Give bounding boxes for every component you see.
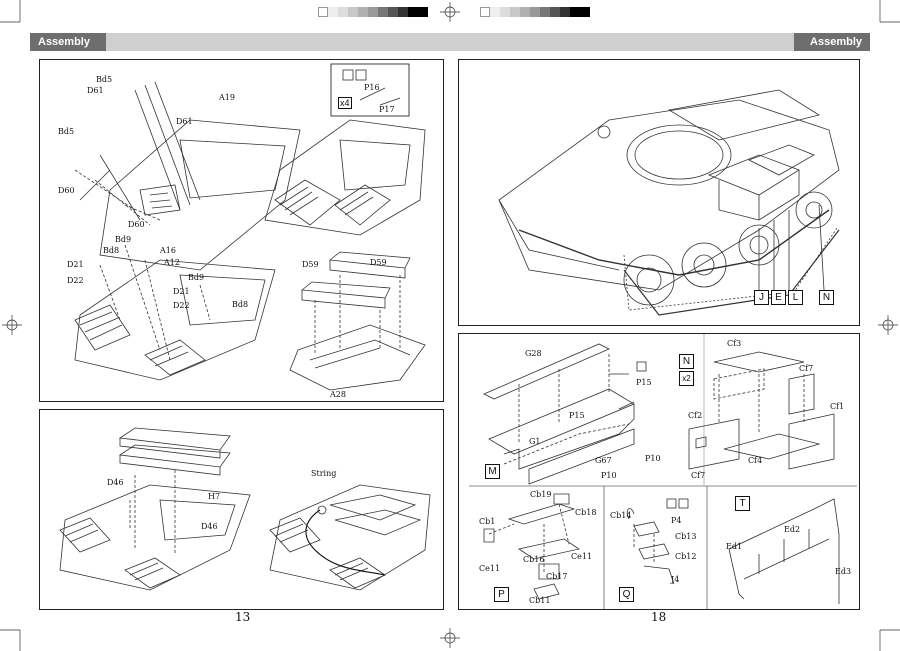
part-label: A12 [164,258,180,267]
sub-tag-t: T [735,496,750,511]
step-41-tag: N [819,290,834,305]
part-label: G1 [529,437,541,446]
part-label: Bd5 [58,127,75,136]
part-label: P10 [645,454,661,463]
part-label: String [311,469,337,478]
part-label: D60 [58,186,75,195]
header-bar [30,33,870,51]
part-label: Cb19 [530,490,552,499]
part-label: D46 [201,522,218,531]
step-29-drawing [74,63,426,391]
step-30-panel: 30 D46 H7 D46 String [39,409,444,610]
part-label: Cf7 [799,364,814,373]
part-label: D22 [67,276,84,285]
step-41-drawing [498,89,840,316]
step-41-tag: E [771,290,786,305]
step-29-panel: 29 [39,59,444,402]
part-label: Bd9 [188,273,205,282]
part-label: Cb12 [675,552,697,561]
part-label: G28 [525,349,542,358]
part-label: D21 [67,260,84,269]
inset-count: x4 [338,97,352,109]
part-label: A28 [330,390,346,399]
part-label: D59 [302,260,319,269]
part-label: A16 [160,246,176,255]
part-label: Bd5 [96,75,113,84]
part-label: D60 [128,220,145,229]
part-label: Ed3 [835,567,852,576]
inset-part-label: P16 [364,83,380,92]
part-label: P15 [569,411,585,420]
part-label: Bd8 [232,300,249,309]
part-label: Ed1 [726,542,743,551]
calibration-bar-left [318,7,428,17]
part-label: Cb14 [610,511,632,520]
part-label: P4 [671,516,682,525]
part-label: D59 [370,258,387,267]
step-42-panel: 42 [458,333,860,610]
part-label: D22 [173,301,190,310]
part-label: Cb13 [675,532,697,541]
sub-tag-m: M [485,464,500,479]
part-label: G67 [595,456,612,465]
part-label: P15 [636,378,652,387]
part-label: Ed2 [784,525,801,534]
part-label: Cf2 [688,411,703,420]
page-number-left: 13 [235,610,251,624]
part-label: P10 [601,471,617,480]
part-label: D61 [87,86,104,95]
step-41-tag: L [788,290,803,305]
part-label: Cb1 [479,517,496,526]
part-label: Cf1 [830,402,845,411]
part-label: Bd9 [115,235,132,244]
part-label: A19 [219,93,235,102]
page-number-right: 18 [651,610,667,624]
sub-tag-p: P [494,587,509,602]
step-30-drawing [59,427,431,591]
step-41-tag: J [754,290,769,305]
step-42-drawing [469,334,857,609]
part-label: Cb16 [523,555,545,564]
sub-tag-n: N [679,354,694,369]
part-label: Cf7 [691,471,706,480]
part-label: D61 [176,117,193,126]
part-label: D21 [173,287,190,296]
part-label: Bd8 [103,246,120,255]
part-label: H7 [208,492,221,501]
part-label: Cb17 [546,572,568,581]
sub-count-n: x2 [679,371,694,386]
header-tab-right: Assembly [794,33,870,51]
part-label: Ce11 [479,564,501,573]
part-label: Ce11 [571,552,593,561]
part-label: J4 [671,575,680,584]
header-tab-left: Assembly [30,33,106,51]
step-41-panel: 41 J E L N [458,59,860,326]
part-label: Cf4 [748,456,763,465]
part-label: D46 [107,478,124,487]
part-label: Cb18 [575,508,597,517]
part-label: Cf3 [727,339,742,348]
sub-tag-q: Q [619,587,634,602]
inset-part-label: P17 [379,105,395,114]
part-label: Cb11 [529,596,551,605]
calibration-bar-right [480,7,590,17]
